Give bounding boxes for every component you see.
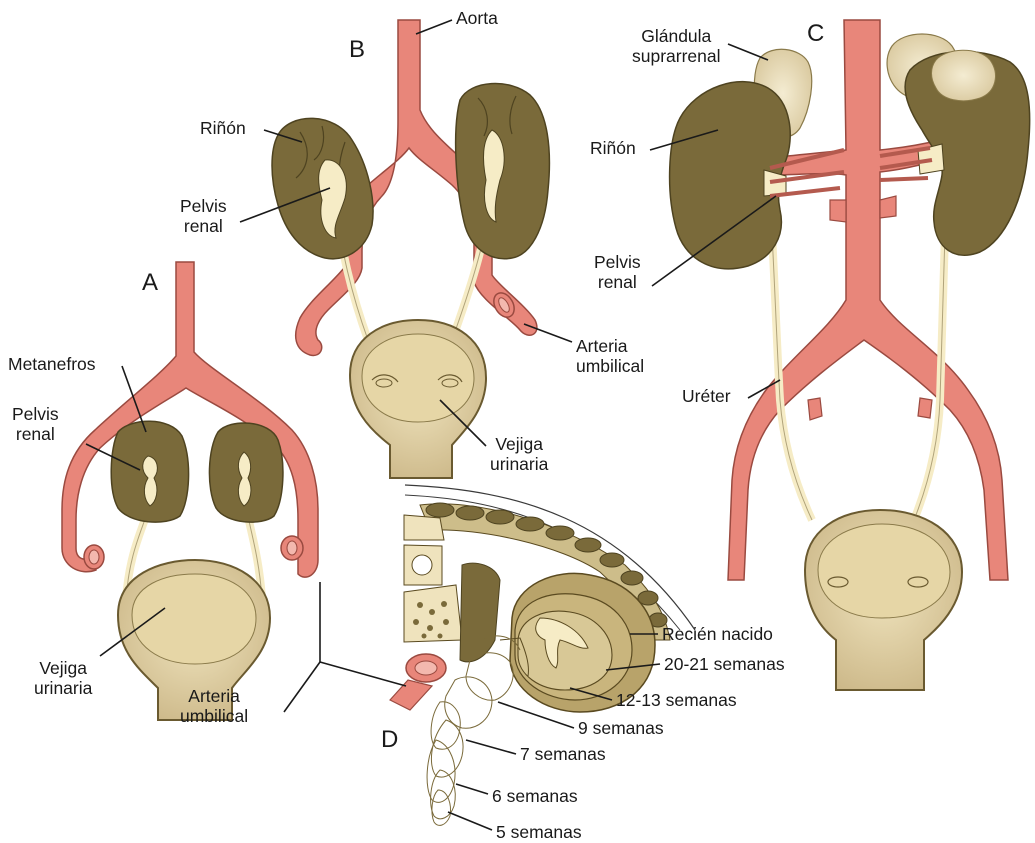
label-b-vejiga-urinaria: Vejiga urinaria	[490, 434, 548, 474]
label-d-7-semanas: 7 semanas	[520, 744, 606, 764]
label-d-9-semanas: 9 semanas	[578, 718, 664, 738]
label-c-pelvis-renal: Pelvis renal	[594, 252, 641, 292]
label-a-metanefros: Metanefros	[8, 354, 96, 374]
panel-label-b: B	[349, 36, 365, 64]
label-c-glandula-suprarrenal: Glándula suprarrenal	[632, 26, 721, 66]
label-b-pelvis-renal: Pelvis renal	[180, 196, 227, 236]
panel-label-c: C	[807, 20, 824, 48]
label-c-ureter: Uréter	[682, 386, 731, 406]
panel-label-a: A	[142, 269, 158, 297]
panel-label-d: D	[381, 726, 398, 754]
label-c-rinon: Riñón	[590, 138, 636, 158]
label-d-6-semanas: 6 semanas	[492, 786, 578, 806]
panel-b-drawing	[272, 20, 549, 478]
label-d-20-21-semanas: 20-21 semanas	[664, 654, 785, 674]
panel-a-aorta	[62, 262, 318, 577]
label-a-vejiga-urinaria: Vejiga urinaria	[34, 658, 92, 698]
label-b-arteria-umbilical: Arteria umbilical	[576, 336, 644, 376]
panel-d-drawing	[390, 485, 695, 825]
label-a-arteria-umbilical: Arteria umbilical	[180, 686, 248, 726]
panel-a-drawing	[62, 262, 318, 720]
label-d-5-semanas: 5 semanas	[496, 822, 582, 842]
label-d-12-13-semanas: 12-13 semanas	[616, 690, 737, 710]
panel-d-vertebra	[404, 515, 444, 540]
label-aorta: Aorta	[456, 8, 498, 28]
label-a-pelvis-renal: Pelvis renal	[12, 404, 59, 444]
label-d-recien-nacido: Recién nacido	[662, 624, 773, 644]
label-b-rinon: Riñón	[200, 118, 246, 138]
panel-c-drawing	[670, 20, 1030, 690]
